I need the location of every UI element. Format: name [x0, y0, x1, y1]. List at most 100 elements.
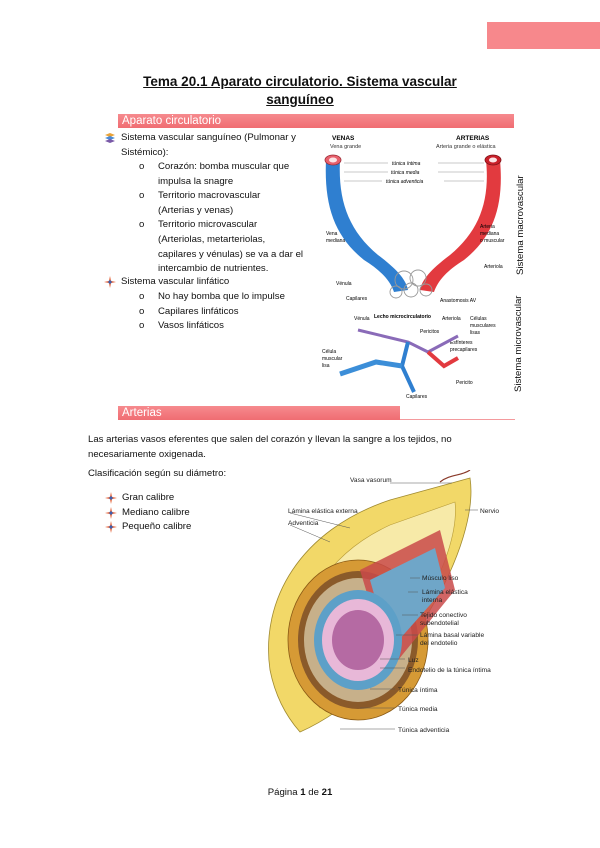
label-pericitos: Pericitos	[420, 329, 440, 335]
sub-item-text: Territorio microvascular	[158, 219, 258, 231]
artery-shape	[420, 160, 501, 292]
label-vasa-vasorum: Vasa vasorum	[350, 477, 392, 484]
footer-prefix: Página	[267, 787, 301, 798]
star-bullet-icon	[105, 506, 117, 519]
sub-item-text: Corazón: bomba muscular que	[158, 161, 290, 172]
label-vena-mediana: Vena	[326, 231, 338, 237]
label-vena-grande: Vena grande	[330, 144, 361, 150]
page-title: Tema 20.1 Aparato circulatorio. Sistema …	[120, 73, 480, 109]
label-arteria-mediana: o muscular	[480, 238, 505, 244]
sub-item-text: (Arteriolas, metarteriolas,	[158, 233, 266, 245]
label-venula: Vénula	[336, 281, 352, 287]
list-item-text: Mediano calibre	[122, 506, 190, 518]
book-bullet-icon	[105, 133, 115, 143]
list-item-text: Gran calibre	[122, 492, 175, 503]
circle-bullet-icon: o	[139, 219, 145, 231]
label-arteriola-2: Arteriola	[442, 316, 461, 322]
label-celulas-musculares: Células	[470, 316, 487, 322]
label-lamina-basal: Lámina basal variable	[420, 632, 484, 639]
label-tunica-adventicia: túnica adventicia	[386, 179, 423, 185]
paragraph-line: necesariamente oxigenada.	[88, 448, 206, 460]
artery-lumen	[489, 157, 497, 163]
label-lamina-elastica-interna: interna	[422, 597, 442, 604]
capillary-bed	[389, 269, 433, 299]
section-heading-aparato: Aparato circulatorio	[118, 114, 514, 128]
sublist-1: o Corazón: bomba muscular que impulsa la…	[139, 160, 318, 277]
label-celula-muscular: muscular	[322, 356, 343, 362]
footer-mid: de	[305, 787, 322, 798]
label-lamina-elastica-interna: Lámina elástica	[422, 589, 468, 596]
label-tunica-intima: túnica íntima	[392, 161, 421, 167]
title-line-1: Tema 20.1 Aparato circulatorio. Sistema …	[143, 74, 457, 89]
arterias-paragraph: Las arterias vasos eferentes que salen d…	[88, 433, 508, 462]
label-tunica-intima: Túnica íntima	[398, 687, 438, 694]
label-endotelio: Endotelio de la túnica íntima	[408, 667, 491, 674]
lumen	[332, 610, 384, 670]
label-anastomosis: Anastomosis AV	[440, 298, 477, 304]
list-item: Gran calibre	[105, 491, 272, 506]
label-tunica-adventicia: Túnica adventicia	[398, 727, 450, 734]
circle-bullet-icon: o	[139, 161, 145, 172]
paragraph-line: Las arterias vasos eferentes que salen d…	[88, 434, 452, 445]
sub-item: o Corazón: bomba muscular que impulsa la…	[139, 160, 318, 189]
list-item: Sistema vascular sanguíneo (Pulmonar y S…	[105, 131, 316, 160]
side-label-macro: Sistema macrovascular	[515, 175, 526, 275]
label-celulas-musculares: musculares	[470, 323, 496, 329]
label-esfinteres: precapilares	[450, 347, 478, 353]
footer-page-number: 1	[300, 787, 306, 798]
circle-bullet-icon: o	[139, 305, 145, 317]
sub-item: o Territorio macrovascular (Arterias y v…	[139, 189, 318, 218]
label-nervio: Nervio	[480, 508, 499, 515]
circle-bullet-icon: o	[139, 190, 145, 202]
label-vena-mediana: mediana	[326, 238, 345, 244]
section-heading-text: Aparato circulatorio	[122, 115, 222, 127]
vein-lumen	[329, 157, 337, 163]
circle-bullet-icon: o	[139, 291, 145, 302]
label-esfinteres: Esfínteres	[450, 340, 473, 346]
sub-item-text: capilares y vénulas) se va a dar el	[158, 248, 304, 260]
sub-item: o Capilares linfáticos	[139, 305, 318, 320]
sub-item-text: Territorio macrovascular	[158, 190, 261, 202]
artery-layers-diagram: Vasa vasorum Lámina elástica externa Adv…	[268, 470, 499, 734]
label-lecho-microcirculatorio: Lecho microcirculatorio	[374, 314, 431, 320]
label-arteria-grande: Arteria grande o elástica	[436, 144, 497, 150]
label-capilares: Capilares	[346, 296, 368, 302]
microvessel	[357, 328, 459, 354]
sub-item: o No hay bomba que lo impulse	[139, 290, 318, 305]
list-item-text: Sistémico):	[121, 146, 169, 158]
label-tejido-conectivo: subendotelial	[420, 620, 459, 627]
title-line-2: sanguíneo	[266, 92, 334, 107]
label-arteriola: Arteriola	[484, 264, 503, 270]
section-heading-arterias: Arterias	[118, 406, 400, 420]
label-celula-muscular: lisa	[322, 363, 330, 369]
label-adventicia: Adventicia	[288, 520, 319, 527]
footer-total-pages: 21	[321, 787, 333, 798]
circulatory-list: Sistema vascular sanguíneo (Pulmonar y S…	[105, 131, 316, 160]
microvessel-artery	[426, 350, 459, 369]
label-celulas-musculares: lisas	[470, 330, 481, 336]
vein-shape	[325, 160, 408, 292]
clasificacion-text: Clasificación según su diámetro:	[88, 468, 227, 479]
sub-item-text: Capilares linfáticos	[158, 305, 239, 317]
label-pericito: Pericito	[456, 380, 473, 386]
sub-item-text: intercambio de nutrientes.	[158, 263, 269, 275]
sub-item: o Territorio microvascular (Arteriolas, …	[139, 218, 318, 276]
list-item: Sistema vascular linfático	[104, 275, 316, 290]
label-tejido-conectivo: Tejido conectivo	[420, 612, 467, 619]
list-item-text: Pequeño calibre	[122, 521, 192, 533]
section-underline	[400, 419, 515, 420]
sub-item-text: No hay bomba que lo impulse	[158, 291, 285, 302]
sub-item-text: Vasos linfáticos	[158, 320, 224, 332]
list-item: Pequeño calibre	[105, 520, 272, 535]
label-capilares-2: Capilares	[406, 394, 428, 400]
label-arterias: ARTERIAS	[456, 135, 490, 142]
lymphatic-list: Sistema vascular linfático	[104, 275, 316, 290]
list-item-text: Sistema vascular linfático	[121, 276, 230, 287]
label-tunica-media: Túnica media	[398, 706, 438, 713]
side-label-micro: Sistema microvascular	[513, 295, 524, 393]
sub-item-text: (Arterias y venas)	[158, 204, 234, 216]
star-bullet-icon	[105, 492, 117, 504]
label-lamina-basal: del endotelio	[420, 640, 458, 647]
section-heading-text: Arterias	[122, 407, 162, 419]
